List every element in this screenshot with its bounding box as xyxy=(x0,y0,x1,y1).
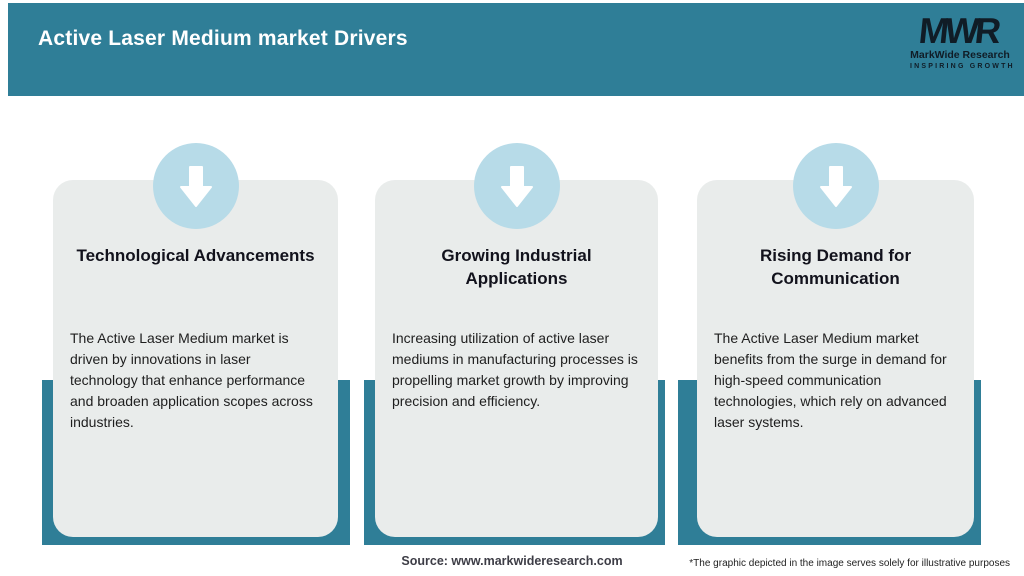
driver-card-technological-advancements: Technological Advancements The Active La… xyxy=(53,180,338,537)
card-title: Growing Industrial Applications xyxy=(441,246,592,288)
card-description: The Active Laser Medium market is driven… xyxy=(70,330,313,430)
logo-monogram: MWR xyxy=(916,10,1000,51)
logo-name: MarkWide Research xyxy=(910,49,1010,61)
driver-card-growing-industrial-applications: Growing Industrial Applications Increasi… xyxy=(375,180,658,537)
card-description: Increasing utilization of active laser m… xyxy=(392,330,638,409)
card-title: Technological Advancements xyxy=(76,246,315,265)
card-description: The Active Laser Medium market benefits … xyxy=(714,330,947,430)
arrow-badge xyxy=(153,143,239,229)
down-arrow-icon xyxy=(180,166,212,207)
arrow-badge xyxy=(474,143,560,229)
logo-tagline: INSPIRING GROWTH xyxy=(910,62,1015,70)
driver-card-rising-demand-for-communication: Rising Demand for Communication The Acti… xyxy=(697,180,974,537)
markwide-logo: MWR MarkWide Research INSPIRING GROWTH xyxy=(910,10,1015,70)
header-banner: Active Laser Medium market Drivers MWR M… xyxy=(8,3,1024,96)
disclaimer-text: *The graphic depicted in the image serve… xyxy=(683,558,1010,569)
down-arrow-icon xyxy=(501,166,533,207)
page-title: Active Laser Medium market Drivers xyxy=(38,27,408,50)
down-arrow-icon xyxy=(820,166,852,207)
arrow-badge xyxy=(793,143,879,229)
source-text: Source: www.markwideresearch.com xyxy=(401,554,623,568)
card-title: Rising Demand for Communication xyxy=(759,246,912,288)
